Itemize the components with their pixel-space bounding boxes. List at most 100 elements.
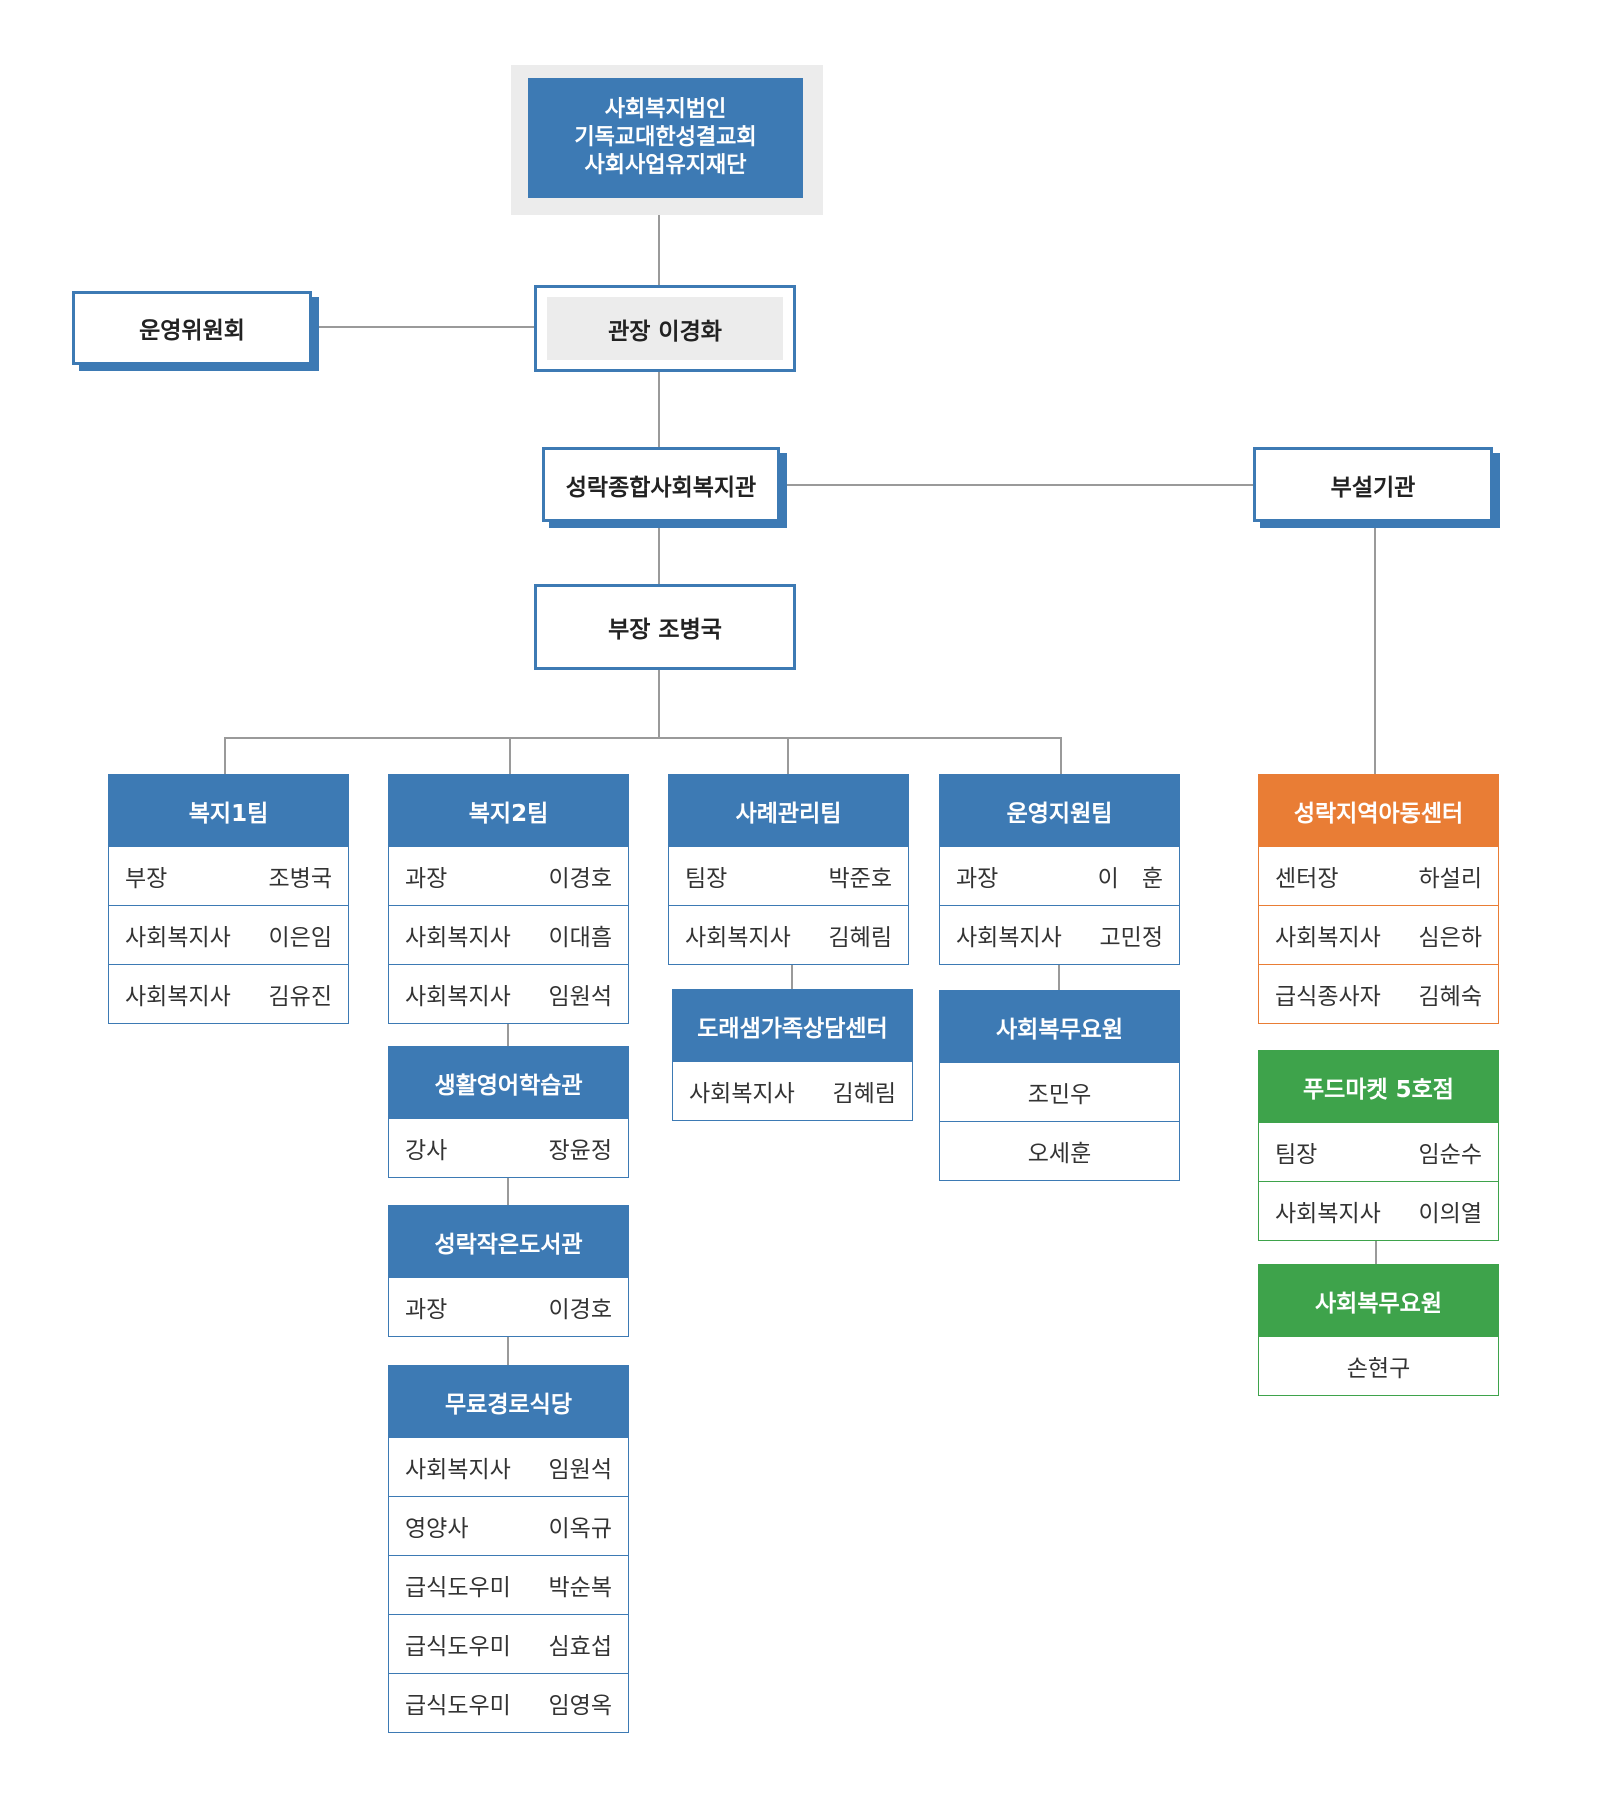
staff-row: 사회복지사 이대흠 (389, 905, 628, 964)
staff-name: 김혜림 (832, 1081, 896, 1107)
staff-role: 사회복지사 (125, 925, 231, 951)
foundation-line-3: 사회사업유지재단 (584, 153, 747, 178)
affiliated-label: 부설기관 (1330, 474, 1416, 501)
staff-name: 이은임 (268, 925, 332, 951)
connector-center-depthead (658, 527, 660, 584)
staff-role: 사회복지사 (1275, 925, 1381, 951)
connector-team-bus (224, 737, 1061, 739)
staff-row: 사회복지사 이은임 (109, 905, 348, 964)
staff-name: 김혜림 (828, 925, 892, 951)
unit-service: 사회복무요원 조민우 오세훈 (939, 990, 1180, 1181)
staff-role: 영양사 (405, 1516, 469, 1542)
foundation-box: 사회복지법인 기독교대한성결교회 사회사업유지재단 (528, 78, 803, 198)
staff-role: 과장 (956, 866, 999, 892)
connector-library-dining (507, 1337, 509, 1365)
affiliated-box: 부설기관 (1253, 447, 1493, 522)
staff-row: 사회복지사 김혜림 (669, 905, 908, 964)
staff-row: 손현구 (1259, 1337, 1498, 1395)
staff-name: 심효섭 (548, 1634, 612, 1660)
staff-row: 급식도우미 심효섭 (389, 1614, 628, 1673)
unit-title: 사회복무요원 (940, 991, 1179, 1063)
connector-affiliated-children (1374, 528, 1376, 774)
staff-row: 사회복지사 김혜림 (673, 1062, 912, 1120)
affiliate-title: 성락지역아동센터 (1259, 775, 1498, 847)
staff-role: 사회복지사 (685, 925, 791, 951)
director-box: 관장 이경화 (534, 285, 796, 372)
staff-name: 김유진 (268, 984, 332, 1010)
director-label: 관장 이경화 (608, 318, 722, 345)
connector-bus-welfare1 (224, 737, 226, 774)
staff-name: 조병국 (268, 866, 332, 892)
connector-foundation-director (658, 215, 660, 285)
staff-name: 하설리 (1418, 866, 1482, 892)
staff-name: 이대흠 (548, 925, 612, 951)
staff-name: 심은하 (1418, 925, 1482, 951)
staff-name: 임순수 (1418, 1142, 1482, 1168)
unit-rows: 조민우 오세훈 (940, 1063, 1179, 1180)
affiliate-rows: 손현구 (1259, 1337, 1498, 1395)
staff-role: 급식도우미 (405, 1693, 511, 1719)
staff-row: 조민우 (940, 1063, 1179, 1121)
connector-bus-welfare2 (509, 737, 511, 774)
staff-row: 팀장 임순수 (1259, 1123, 1498, 1181)
center-box: 성락종합사회복지관 (542, 447, 780, 522)
staff-role: 사회복지사 (405, 925, 511, 951)
team-title: 사례관리팀 (669, 775, 908, 847)
connector-ops-service (1058, 963, 1060, 990)
staff-row: 영양사 이옥규 (389, 1496, 628, 1555)
staff-name: 고민정 (1099, 925, 1163, 951)
staff-name: 김혜숙 (1418, 984, 1482, 1010)
team-title: 운영지원팀 (940, 775, 1179, 847)
staff-name: 박순복 (548, 1575, 612, 1601)
staff-name: 장윤정 (548, 1138, 612, 1164)
staff-role: 팀장 (1275, 1142, 1318, 1168)
staff-row: 사회복지사 심은하 (1259, 905, 1498, 964)
foundation-line-2: 기독교대한성결교회 (574, 125, 757, 150)
connector-center-affiliated (786, 484, 1253, 486)
staff-role: 사회복지사 (405, 984, 511, 1010)
staff-name: 이경호 (548, 866, 612, 892)
director-label-panel: 관장 이경화 (547, 297, 783, 360)
connector-committee-director (312, 326, 534, 328)
connector-welfare2-english (507, 1021, 509, 1046)
staff-role: 과장 (405, 1297, 448, 1323)
team-title: 복지1팀 (109, 775, 348, 847)
staff-role: 사회복지사 (689, 1081, 795, 1107)
staff-role: 팀장 (685, 866, 728, 892)
staff-role: 센터장 (1275, 866, 1339, 892)
unit-title: 무료경로식당 (389, 1366, 628, 1438)
connector-bus-ops (1060, 737, 1062, 774)
staff-name: 이 훈 (1097, 866, 1163, 892)
connector-bus-case (787, 737, 789, 774)
dept-head-label: 부장 조병국 (608, 617, 722, 643)
staff-role: 급식도우미 (405, 1634, 511, 1660)
affiliate-title: 사회복무요원 (1259, 1265, 1498, 1337)
staff-name: 이옥규 (548, 1516, 612, 1542)
committee-box: 운영위원회 (72, 291, 312, 365)
unit-rows: 사회복지사 김혜림 (673, 1062, 912, 1120)
